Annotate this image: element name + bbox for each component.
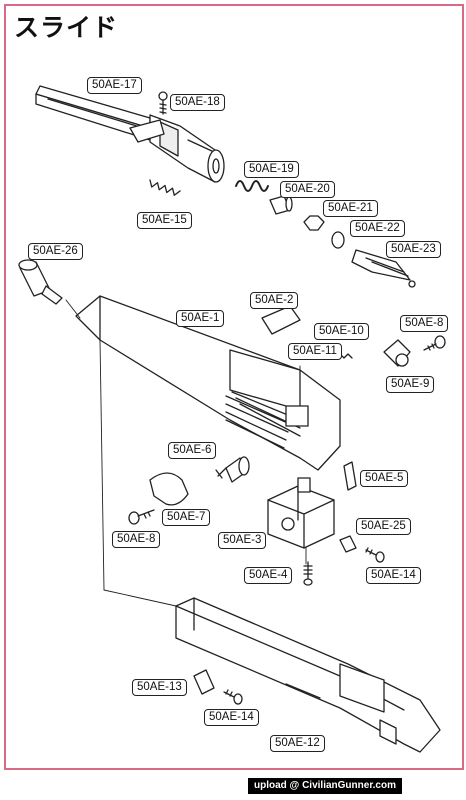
part-9 — [383, 339, 411, 367]
page-title: スライド — [14, 13, 119, 42]
spring-15 — [149, 179, 181, 196]
label-50ae-13: 50AE-13 — [132, 679, 187, 696]
pin-6 — [215, 456, 250, 483]
label-50ae-14-lower: 50AE-14 — [204, 709, 259, 726]
nut-21 — [303, 215, 325, 231]
bushing-20 — [269, 195, 293, 215]
label-50ae-17: 50AE-17 — [87, 77, 142, 94]
label-50ae-7: 50AE-7 — [162, 509, 211, 526]
block-3 — [267, 477, 335, 549]
oring-22 — [331, 231, 345, 249]
label-50ae-1: 50AE-1 — [176, 310, 225, 327]
label-50ae-12: 50AE-12 — [270, 735, 325, 752]
label-50ae-5: 50AE-5 — [360, 470, 409, 487]
label-50ae-4: 50AE-4 — [244, 567, 293, 584]
label-50ae-20: 50AE-20 — [280, 181, 335, 198]
screw-18 — [158, 91, 168, 115]
inner-barrel-assembly — [35, 85, 225, 183]
label-50ae-15: 50AE-15 — [137, 212, 192, 229]
label-50ae-11: 50AE-11 — [288, 343, 342, 360]
spring-19 — [235, 180, 269, 192]
label-50ae-18: 50AE-18 — [170, 94, 225, 111]
label-50ae-3: 50AE-3 — [218, 532, 267, 549]
screw-8a — [423, 335, 446, 351]
label-50ae-22: 50AE-22 — [350, 220, 405, 237]
label-50ae-6: 50AE-6 — [168, 442, 217, 459]
front-sight-2 — [261, 305, 301, 335]
pin-5 — [343, 461, 357, 491]
nozzle-26 — [18, 259, 63, 305]
lever-7 — [149, 472, 189, 506]
label-50ae-26: 50AE-26 — [28, 243, 83, 260]
label-50ae-21: 50AE-21 — [323, 200, 378, 217]
flash-hider-23 — [351, 249, 416, 288]
label-50ae-10: 50AE-10 — [314, 323, 369, 340]
screw-8b — [128, 509, 155, 525]
label-50ae-25: 50AE-25 — [356, 518, 411, 535]
bushing-13 — [193, 669, 215, 695]
label-50ae-14-right: 50AE-14 — [366, 567, 421, 584]
screw-14a — [365, 547, 385, 563]
bushing-25 — [339, 535, 357, 553]
watermark: upload @ CivilianGunner.com — [248, 778, 402, 794]
screw-14b — [223, 689, 243, 705]
label-50ae-19: 50AE-19 — [244, 161, 299, 178]
label-50ae-23: 50AE-23 — [386, 241, 441, 258]
screw-4 — [303, 561, 313, 586]
label-50ae-8-lower: 50AE-8 — [112, 531, 161, 548]
outer-barrel-12 — [175, 597, 441, 753]
label-50ae-8-upper: 50AE-8 — [400, 315, 449, 332]
label-50ae-2: 50AE-2 — [250, 292, 299, 309]
slide-body-1 — [75, 295, 341, 471]
label-50ae-9: 50AE-9 — [386, 376, 435, 393]
